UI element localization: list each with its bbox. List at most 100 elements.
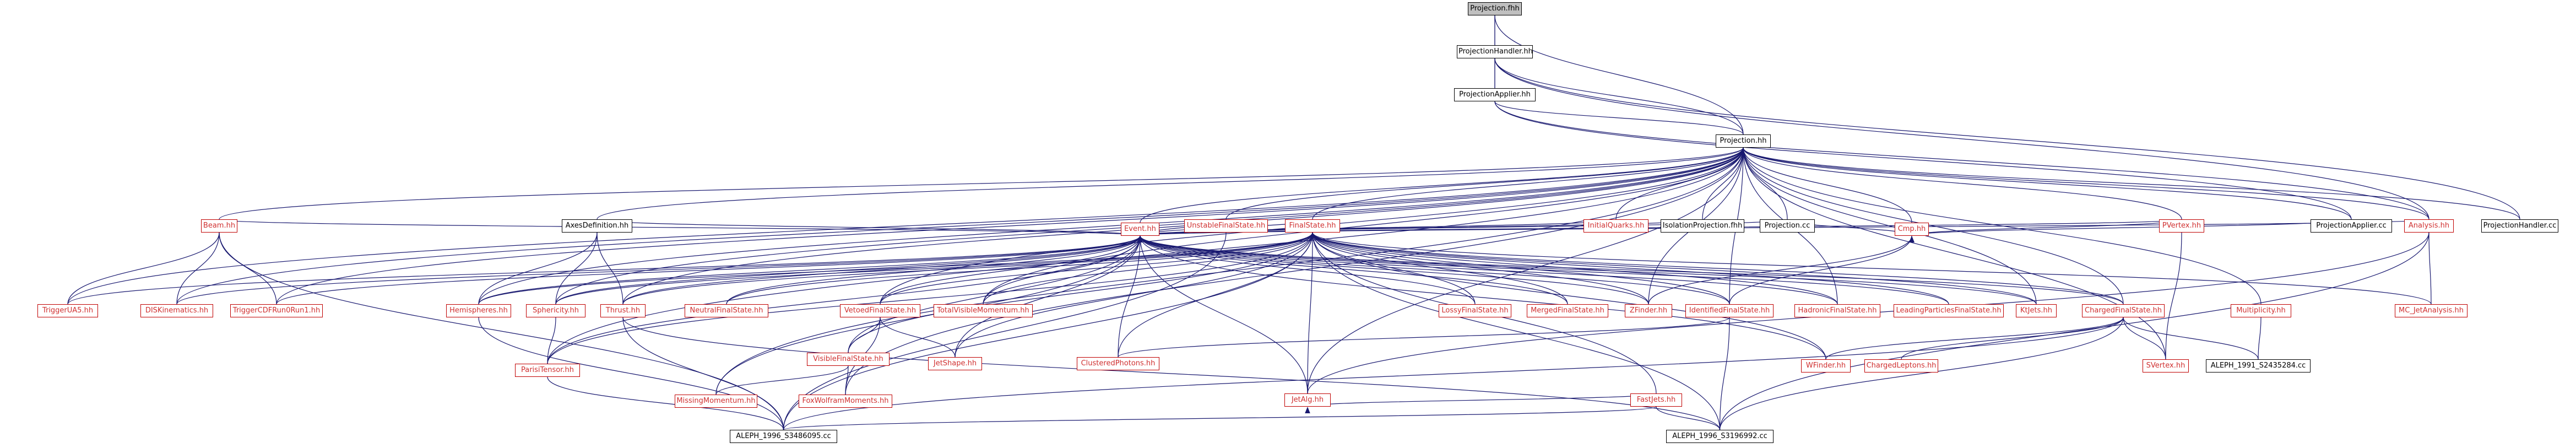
node-isolationprojection-fhh[interactable]: IsolationProjection.fhh: [1661, 219, 1744, 233]
node-aleph-1996-s3486095-cc[interactable]: ALEPH_1996_S3486095.cc: [730, 430, 837, 443]
edge-finalstate-hh-to-wfinder-hh: [1310, 225, 1826, 360]
edge-finalstate-hh-to-neutralfinalstate-hh: [726, 225, 1315, 305]
edge-projection-hh-to-totalvisiblemomentum-hh: [983, 141, 1746, 305]
node-chargedfinalstate-hh[interactable]: ChargedFinalState.hh: [2082, 304, 2165, 317]
node-vetoedfinalstate-hh[interactable]: VetoedFinalState.hh: [840, 304, 920, 317]
node-analysis-hh[interactable]: Analysis.hh: [2404, 219, 2454, 233]
edge-event-hh-to-jetshape-hh: [955, 229, 1143, 358]
node-lossyfinalstate-hh[interactable]: LossyFinalState.hh: [1439, 304, 1511, 317]
edge-multiplicity-hh-to-aleph-1991-s2435284-cc: [2258, 310, 2264, 360]
node-projection-fhh[interactable]: Projection.fhh: [1468, 2, 1522, 15]
edge-projection-hh-to-unstablefinalstate-hh: [1225, 141, 1746, 220]
edge-projection-hh-to-event-hh: [1140, 141, 1746, 223]
edge-projection-hh-to-chargedfinalstate-hh: [1740, 141, 2124, 305]
node-visiblefinalstate-hh[interactable]: VisibleFinalState.hh: [807, 353, 890, 366]
edge-beam-hh-to-diskinematics-hh: [176, 225, 222, 305]
node-parisitensor-hh[interactable]: ParisiTensor.hh: [515, 364, 580, 377]
node-mergedfinalstate-hh[interactable]: MergedFinalState.hh: [1527, 304, 1608, 317]
node-initialquarks-hh[interactable]: InitialQuarks.hh: [1583, 219, 1648, 233]
node-diskinematics-hh[interactable]: DISKinematics.hh: [140, 304, 213, 317]
node-hemispheres-hh[interactable]: Hemispheres.hh: [446, 304, 511, 317]
edge-fastjets-hh-to-aleph-1996-s3196992-cc: [1653, 400, 1721, 430]
node-clusteredphotons-hh[interactable]: ClusteredPhotons.hh: [1077, 357, 1159, 370]
node-jetshape-hh[interactable]: JetShape.hh: [928, 357, 982, 370]
node-zfinder-hh[interactable]: ZFinder.hh: [1625, 304, 1672, 317]
node-hadronicfinalstate-hh[interactable]: HadronicFinalState.hh: [1794, 304, 1880, 317]
edge-finalstate-hh-to-hemispheres-hh: [478, 225, 1316, 305]
node-projection-cc[interactable]: Projection.cc: [1760, 219, 1815, 233]
node-wfinder-hh[interactable]: WFinder.hh: [1801, 359, 1851, 373]
node-projectionapplier-hh[interactable]: ProjectionApplier.hh: [1454, 88, 1536, 101]
edge-projection-hh-to-parisitensor-hh: [547, 141, 1746, 364]
node-multiplicity-hh[interactable]: Multiplicity.hh: [2231, 304, 2291, 317]
node-aleph-1996-s3196992-cc[interactable]: ALEPH_1996_S3196992.cc: [1666, 430, 1774, 443]
node-ktjets-hh[interactable]: KtJets.hh: [2016, 304, 2057, 317]
edge-hemispheres-hh-to-aleph-1996-s3486095-cc: [476, 310, 784, 430]
node-projectionhandler-hh[interactable]: ProjectionHandler.hh: [1457, 45, 1533, 58]
edge-analysis-hh-to-mc-jetanalysis-hh: [2426, 225, 2432, 305]
node-triggerua5-hh[interactable]: TriggerUA5.hh: [37, 304, 98, 317]
edge-axesdefinition-hh-to-thrust-hh: [594, 225, 623, 305]
node-projectionhandler-cc[interactable]: ProjectionHandler.cc: [2481, 219, 2558, 233]
edge-finalstate-hh-to-ktjets-hh: [1309, 225, 2037, 305]
node-leadingparticlesfinalstate-hh[interactable]: LeadingParticlesFinalState.hh: [1894, 304, 2004, 317]
node-pvertex-hh[interactable]: PVertex.hh: [2159, 219, 2204, 233]
edge-projection-hh-to-isolationprojection-fhh: [1702, 141, 1746, 220]
edge-projection-hh-to-projectionapplier-cc: [1740, 141, 2352, 220]
edge-event-hh-to-lossyfinalstate-hh: [1137, 229, 1476, 305]
node-projection-hh[interactable]: Projection.hh: [1716, 134, 1771, 148]
edge-fastjets-hh-to-aleph-1996-s3486095-cc: [783, 400, 1660, 430]
edge-identifiedfinalstate-hh-to-clusteredphotons-hh: [1118, 310, 1733, 358]
node-aleph-1991-s2435284-cc[interactable]: ALEPH_1991_S2435284.cc: [2206, 359, 2311, 373]
edge-event-hh-to-zfinder-hh: [1137, 229, 1649, 305]
edge-projectionhandler-hh-to-projection-hh: [1492, 51, 1744, 135]
edge-chargedfinalstate-hh-to-wfinder-hh: [1825, 310, 2126, 360]
node-missingmomentum-hh[interactable]: MissingMomentum.hh: [675, 395, 757, 408]
node-axesdefinition-hh[interactable]: AxesDefinition.hh: [562, 219, 632, 233]
node-fastjets-hh[interactable]: FastJets.hh: [1630, 393, 1682, 407]
edge-event-hh-to-leadingparticlesfinalstate-hh: [1137, 229, 1949, 305]
edge-event-hh-to-thrust-hh: [622, 229, 1143, 305]
edge-event-hh-to-hadronicfinalstate-hh: [1137, 229, 1838, 305]
node-triggercdfrun0run1-hh[interactable]: TriggerCDFRun0Run1.hh: [230, 304, 323, 317]
edge-axesdefinition-hh-to-sphericity-hh: [555, 225, 600, 305]
edge-identifiedfinalstate-hh-to-aleph-1996-s3196992-cc: [1719, 310, 1732, 430]
edge-projection-hh-to-projectionhandler-cc: [1740, 141, 2520, 220]
node-neutralfinalstate-hh[interactable]: NeutralFinalState.hh: [685, 304, 768, 317]
node-sphericity-hh[interactable]: Sphericity.hh: [526, 304, 585, 317]
edge-projection-hh-to-initialquarks-hh: [1615, 141, 1746, 220]
edge-projection-hh-to-axesdefinition-hh: [596, 141, 1747, 220]
edge-cmp-hh-to-identifiedfinalstate-hh: [1729, 229, 1915, 305]
edge-finalstate-hh-to-totalvisiblemomentum-hh: [983, 225, 1315, 305]
edge-finalstate-hh-to-mergedfinalstate-hh: [1310, 225, 1568, 305]
edge-sphericity-hh-to-parisitensor-hh: [547, 310, 558, 364]
edge-finalstate-hh-to-jetshape-hh: [955, 225, 1315, 358]
node-cmp-hh[interactable]: Cmp.hh: [1895, 223, 1929, 236]
node-identifiedfinalstate-hh[interactable]: IdentifiedFinalState.hh: [1685, 304, 1774, 317]
node-chargedleptons-hh[interactable]: ChargedLeptons.hh: [1864, 359, 1938, 373]
node-foxwolframmoments-hh[interactable]: FoxWolframMoments.hh: [799, 395, 892, 408]
node-svertex-hh[interactable]: SVertex.hh: [2143, 359, 2189, 373]
edge-finalstate-hh-to-leadingparticlesfinalstate-hh: [1309, 225, 1949, 305]
node-finalstate-hh[interactable]: FinalState.hh: [1285, 219, 1340, 233]
edge-finalstate-hh-to-visiblefinalstate-hh: [848, 225, 1315, 353]
edge-projectionhandler-hh-to-projectionhandler-cc: [1492, 51, 2520, 220]
node-totalvisiblemomentum-hh[interactable]: TotalVisibleMomentum.hh: [934, 304, 1033, 317]
node-jetalg-hh[interactable]: JetAlg.hh: [1284, 393, 1331, 407]
node-unstablefinalstate-hh[interactable]: UnstableFinalState.hh: [1184, 219, 1268, 233]
node-event-hh[interactable]: Event.hh: [1121, 223, 1159, 236]
edge-finalstate-hh-to-thrust-hh: [622, 225, 1316, 305]
edge-projection-hh-to-triggercdfrun0run1-hh: [276, 141, 1747, 305]
node-thrust-hh[interactable]: Thrust.hh: [600, 304, 646, 317]
edge-projection-hh-to-analysis-hh: [1740, 141, 2429, 220]
node-mc-jetanalysis-hh[interactable]: MC_JetAnalysis.hh: [2395, 304, 2467, 317]
node-projectionapplier-cc[interactable]: ProjectionApplier.cc: [2311, 219, 2392, 233]
node-beam-hh[interactable]: Beam.hh: [201, 219, 237, 233]
edge-projection-hh-to-foxwolframmoments-hh: [845, 141, 1746, 395]
edge-finalstate-hh-to-hadronicfinalstate-hh: [1310, 225, 1838, 305]
edge-event-hh-to-triggercdfrun0run1-hh: [276, 229, 1143, 305]
edge-beam-hh-to-triggercdfrun0run1-hh: [216, 225, 277, 305]
edge-finalstate-hh-to-zfinder-hh: [1310, 225, 1649, 305]
